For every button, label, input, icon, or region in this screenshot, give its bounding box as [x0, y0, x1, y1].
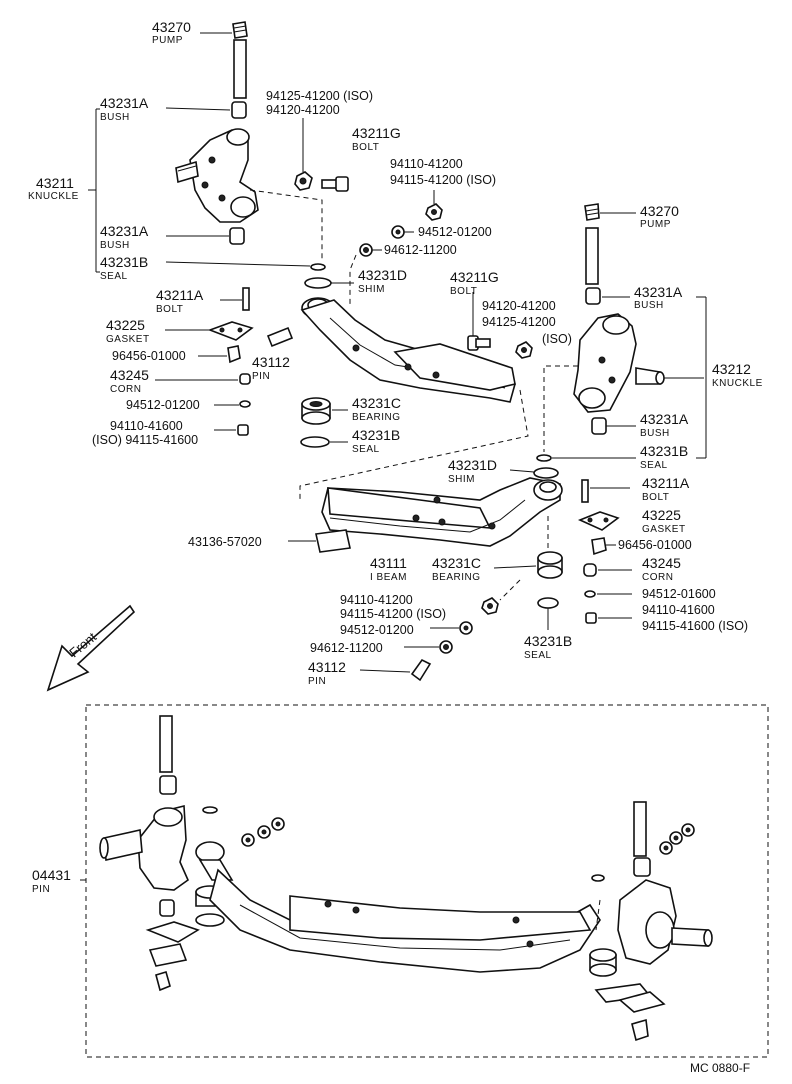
- label-bolt-g-lower: 43211G: [450, 269, 499, 285]
- front-arrow: Front: [46, 604, 136, 692]
- svg-text:SEAL: SEAL: [524, 650, 552, 661]
- label-bearing-right: 43231C: [432, 555, 481, 571]
- svg-text:BUSH: BUSH: [634, 300, 664, 311]
- svg-text:GASKET: GASKET: [106, 334, 150, 345]
- svg-text:PIN: PIN: [308, 676, 326, 687]
- left-knuckle-group: [88, 21, 326, 273]
- pn-94125-41200-right: 94125-41200: [482, 315, 556, 329]
- label-pump-right: 43270: [640, 203, 679, 219]
- pn-96456-01000-right: 96456-01000: [618, 538, 692, 552]
- pn-94512-01600: 94512-01600: [642, 587, 716, 601]
- svg-text:CORN: CORN: [642, 572, 673, 583]
- svg-text:SHIM: SHIM: [358, 284, 385, 295]
- pn-94512-01200-left: 94512-01200: [126, 398, 200, 412]
- pn-94120-41200: 94120-41200: [266, 103, 340, 117]
- callout-labels: 43270 PUMP 43231A BUSH 43211 KNUCKLE 432…: [28, 19, 763, 895]
- label-ibeam: 43111: [370, 555, 407, 571]
- label-seal-right-lower: 43231B: [524, 633, 572, 649]
- pn-94115-41200-iso-lower: 94115-41200 (ISO): [340, 607, 446, 621]
- label-pin-lower: 43112: [308, 659, 346, 675]
- svg-text:BOLT: BOLT: [156, 304, 183, 315]
- svg-text:CORN: CORN: [110, 384, 141, 395]
- label-bush-right-lower: 43231A: [640, 411, 689, 427]
- svg-text:PUMP: PUMP: [152, 35, 183, 46]
- svg-text:BUSH: BUSH: [640, 428, 670, 439]
- left-hardware: [155, 118, 443, 436]
- pn-96456-01000-left: 96456-01000: [112, 349, 186, 363]
- label-gasket-right: 43225: [642, 507, 681, 523]
- label-corn-right: 43245: [642, 555, 681, 571]
- right-knuckle-group: [536, 203, 707, 462]
- svg-text:GASKET: GASKET: [642, 524, 686, 535]
- svg-text:BOLT: BOLT: [642, 492, 669, 503]
- pn-94115-41600-iso-left: (ISO) 94115-41600: [92, 433, 198, 447]
- pn-94612-11200-upper: 94612-11200: [384, 243, 457, 257]
- part-number-labels: 94125-41200 (ISO) 94120-41200 94110-4120…: [92, 89, 748, 655]
- ibeam-upper: [299, 254, 533, 502]
- svg-text:PIN: PIN: [252, 371, 270, 382]
- svg-text:BUSH: BUSH: [100, 240, 130, 251]
- pn-94512-01200-upper: 94512-01200: [418, 225, 492, 239]
- label-gasket-left: 43225: [106, 317, 145, 333]
- pn-94115-41600-iso-right: 94115-41600 (ISO): [642, 619, 748, 633]
- label-corn-left: 43245: [110, 367, 149, 383]
- pn-94512-01200-lower: 94512-01200: [340, 623, 414, 637]
- label-bolt-g-upper: 43211G: [352, 125, 401, 141]
- label-seal-left-lower: 43231B: [352, 427, 400, 443]
- svg-text:BOLT: BOLT: [450, 286, 477, 297]
- svg-text:PIN: PIN: [32, 884, 50, 895]
- pn-94125-41200-iso: 94125-41200 (ISO): [266, 89, 373, 103]
- label-pin-upper: 43112: [252, 354, 290, 370]
- svg-text:SEAL: SEAL: [640, 460, 668, 471]
- label-shim-left: 43231D: [358, 267, 407, 283]
- label-knuckle-left: 43211: [36, 175, 74, 191]
- label-seal-left: 43231B: [100, 254, 148, 270]
- pn-43136-57020: 43136-57020: [188, 535, 262, 549]
- label-bolt-a-right: 43211A: [642, 475, 690, 491]
- svg-text:BEARING: BEARING: [432, 572, 481, 583]
- svg-text:KNUCKLE: KNUCKLE: [712, 378, 763, 389]
- pn-94110-41600-right: 94110-41600: [642, 603, 715, 617]
- svg-text:I BEAM: I BEAM: [370, 572, 407, 583]
- svg-text:PUMP: PUMP: [640, 219, 671, 230]
- svg-text:KNUCKLE: KNUCKLE: [28, 191, 79, 202]
- label-seal-right: 43231B: [640, 443, 688, 459]
- pn-94612-11200-lower: 94612-11200: [310, 641, 383, 655]
- assembled-axle-view: [80, 704, 769, 1058]
- pn-94110-41200-lower: 94110-41200: [340, 593, 413, 607]
- ibeam-lower: [288, 467, 632, 682]
- label-bush-right-upper: 43231A: [634, 284, 683, 300]
- label-bearing-left: 43231C: [352, 395, 401, 411]
- pn-94110-41600-left: 94110-41600: [110, 419, 183, 433]
- label-knuckle-right: 43212: [712, 361, 751, 377]
- pn-94110-41200: 94110-41200: [390, 157, 463, 171]
- svg-text:BEARING: BEARING: [352, 412, 401, 423]
- svg-text:SEAL: SEAL: [352, 444, 380, 455]
- svg-text:BUSH: BUSH: [100, 112, 130, 123]
- pn-94120-41200-right: 94120-41200: [482, 299, 556, 313]
- pn-94115-41200-iso: 94115-41200 (ISO): [390, 173, 496, 187]
- label-pin-assembly: 04431: [32, 867, 71, 883]
- label-bush-left-upper: 43231A: [100, 95, 149, 111]
- svg-text:SHIM: SHIM: [448, 474, 475, 485]
- label-bolt-a-left: 43211A: [156, 287, 204, 303]
- svg-text:SEAL: SEAL: [100, 271, 128, 282]
- label-pump-left: 43270: [152, 19, 191, 35]
- label-bush-left-lower: 43231A: [100, 223, 149, 239]
- pn-iso-note: (ISO): [542, 332, 572, 346]
- drawing-code: MC 0880-F: [690, 1061, 750, 1075]
- label-shim-right: 43231D: [448, 457, 497, 473]
- svg-text:BOLT: BOLT: [352, 142, 379, 153]
